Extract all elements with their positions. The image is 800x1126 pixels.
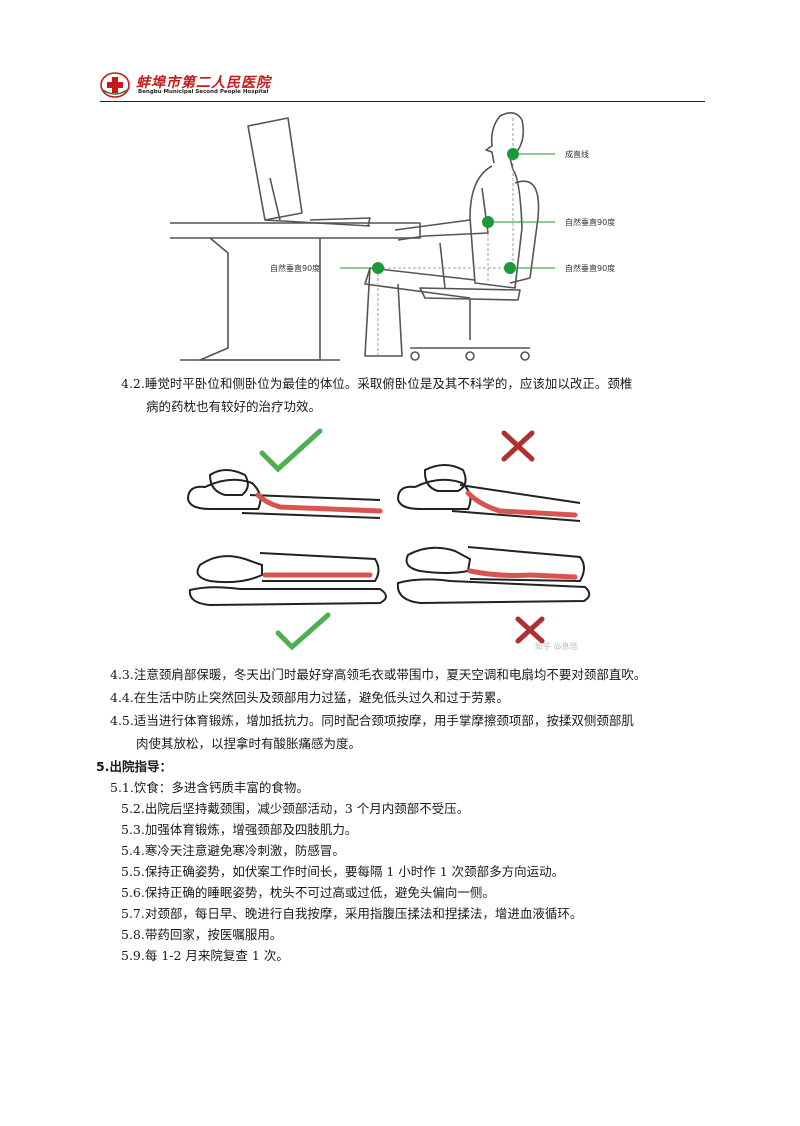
section-5-heading: 5.出院指导：	[96, 759, 172, 774]
item-5-4: 5.4.寒冷天注意避免寒冷刺激，防感冒。	[121, 843, 345, 858]
item-4-5-line2: 肉使其放松，以捏拿时有酸胀痛感为度。	[136, 736, 362, 751]
item-4-2-line2: 病的药枕也有较好的治疗功效。	[146, 399, 322, 414]
label-natural-90-arm: 自然垂直90度	[565, 217, 615, 227]
check-icon	[275, 612, 331, 650]
item-5-8: 5.8.带药回家，按医嘱服用。	[121, 927, 283, 942]
label-natural-90-knee: 自然垂直90度	[270, 263, 320, 273]
item-5-3: 5.3.加强体育锻炼，增强颈部及四肢肌力。	[121, 822, 358, 837]
cross-icon	[501, 430, 535, 462]
sleeping-posture-figure: 知乎 @息倍	[186, 428, 591, 650]
item-5-2: 5.2.出院后坚持戴颈围，减少颈部活动，3 个月内颈部不受压。	[121, 801, 470, 816]
page-header: 蚌埠市第二人民医院 Bengbu Municipal Second People…	[100, 70, 705, 102]
hospital-name-en: Bengbu Municipal Second People Hospital	[138, 89, 269, 95]
watermark: 知乎 @息倍	[535, 641, 578, 650]
sitting-posture-figure: 成直线 自然垂直90度 自然垂直90度 自然垂直90度	[170, 112, 615, 361]
header-divider	[100, 101, 705, 102]
hospital-name-cn: 蚌埠市第二人民医院	[136, 75, 271, 91]
hospital-logo-icon	[100, 72, 130, 98]
item-5-5: 5.5.保持正确姿势，如伏案工作时间长，要每隔 1 小时作 1 次颈部多方向运动…	[121, 864, 565, 879]
item-4-2-line1: 4.2.睡觉时平卧位和侧卧位为最佳的体位。采取俯卧位是及其不科学的，应该加以改正…	[121, 376, 633, 391]
item-5-9: 5.9.每 1-2 月来院复查 1 次。	[121, 948, 289, 963]
item-5-1: 5.1.饮食：多进含钙质丰富的食物。	[110, 780, 309, 795]
item-5-6: 5.6.保持正确的睡眠姿势，枕头不可过高或过低，避免头偏向一侧。	[121, 885, 495, 900]
item-5-7: 5.7.对颈部，每日早、晚进行自我按摩，采用指腹压揉法和捏揉法，增进血液循环。	[121, 906, 583, 921]
label-straight-line: 成直线	[565, 149, 589, 159]
cross-icon	[515, 616, 545, 644]
check-icon	[259, 428, 323, 473]
item-4-4: 4.4.在生活中防止突然回头及颈部用力过猛，避免低头过久和过于劳累。	[110, 690, 509, 705]
item-4-3: 4.3.注意颈肩部保暖，冬天出门时最好穿高领毛衣或带围巾，夏天空调和电扇均不要对…	[110, 667, 647, 682]
item-4-5-line1: 4.5.适当进行体育锻炼，增加抵抗力。同时配合颈项按摩，用手掌摩擦颈项部，按揉双…	[110, 713, 634, 728]
label-natural-90-hip: 自然垂直90度	[565, 263, 615, 273]
